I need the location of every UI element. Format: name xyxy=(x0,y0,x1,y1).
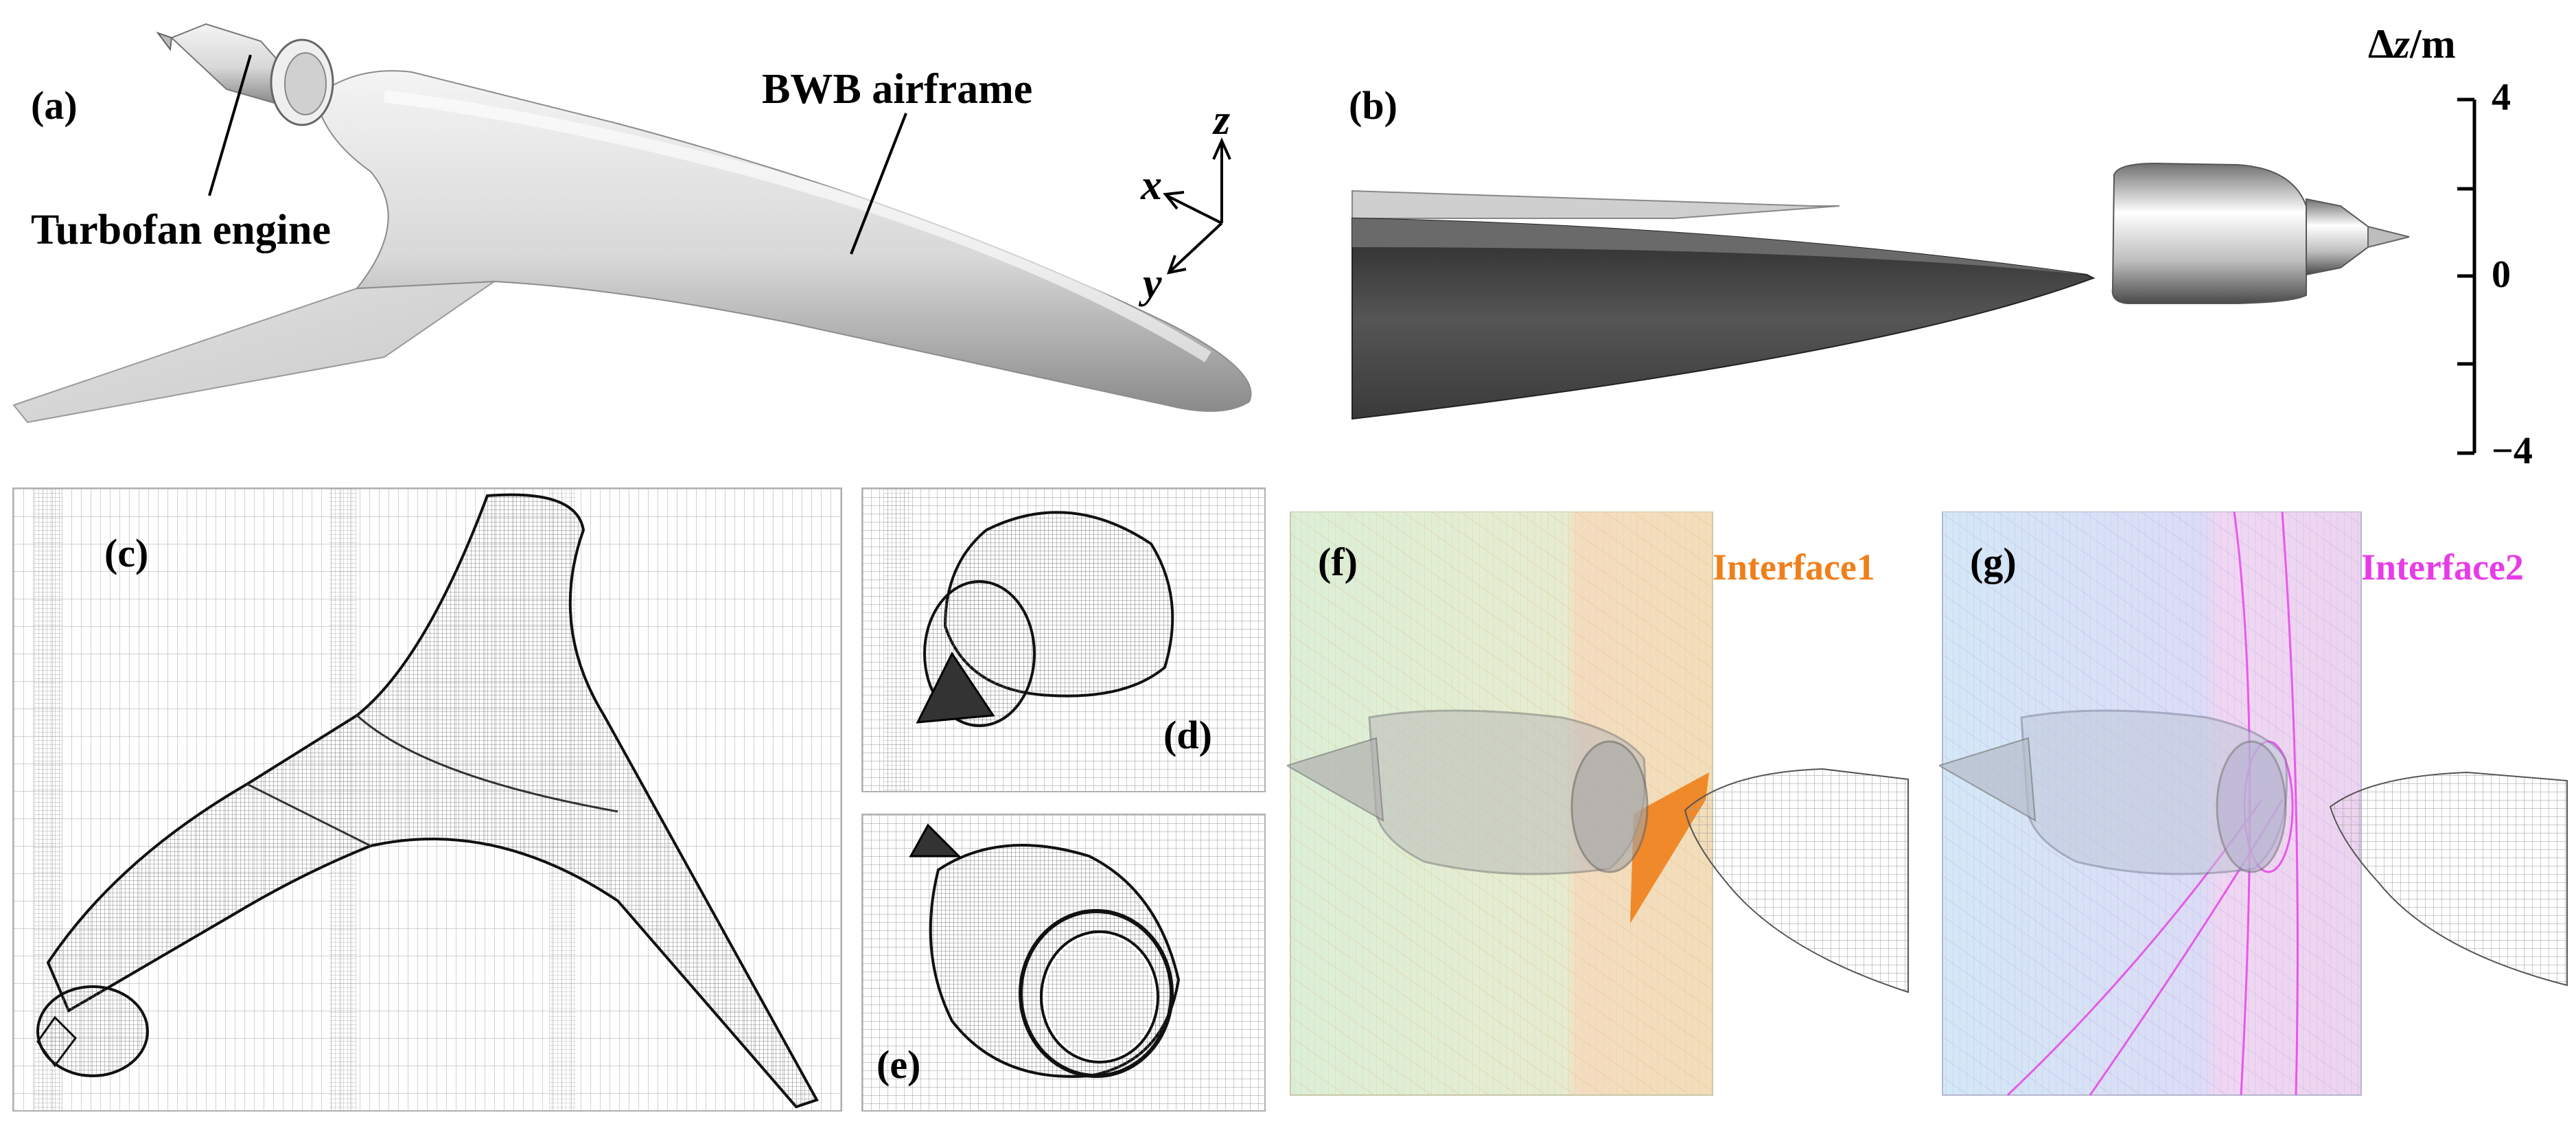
engine-translucent-g xyxy=(1939,709,2288,875)
panel-label-g: (g) xyxy=(1970,540,2017,584)
panel-label-a: (a) xyxy=(31,83,78,128)
scale-title-delta: Δ xyxy=(2368,21,2394,67)
panel-label-d: (d) xyxy=(1163,713,1212,757)
turbofan-engine-shape xyxy=(156,23,334,126)
interface1-label: Interface1 xyxy=(1713,547,1875,588)
bwb-geometry-render xyxy=(12,23,1252,424)
surface-mesh-overview xyxy=(14,489,841,1110)
airframe-annotation: BWB airframe xyxy=(762,66,1033,113)
scale-title-unit: /m xyxy=(2409,21,2456,67)
panel-label-c: (c) xyxy=(104,531,149,575)
scale-tick-4: 4 xyxy=(2492,76,2511,119)
panel-label-b: (b) xyxy=(1349,83,1397,128)
axis-label-z: z xyxy=(1214,97,1231,143)
panel-label-f: (f) xyxy=(1318,540,1358,584)
scale-tick-0: 0 xyxy=(2492,253,2511,296)
airframe-leader-line xyxy=(850,113,907,255)
axis-label-x: x xyxy=(1141,162,1162,209)
interface2-label: Interface2 xyxy=(2361,547,2524,588)
panel-e: (e) xyxy=(861,814,1266,1112)
interface2-surface xyxy=(2006,512,2299,1096)
interface2-overlap-grid xyxy=(1939,512,2568,1096)
engine-mesh-front-view xyxy=(863,489,1264,791)
engine-annotation: Turbofan engine xyxy=(31,207,331,253)
engine-mesh-rear-view xyxy=(863,815,1264,1110)
coordinate-axes xyxy=(1163,137,1231,275)
scale-tick-neg4: −4 xyxy=(2492,430,2533,472)
side-view-render xyxy=(1351,97,2476,455)
dz-scale-bar xyxy=(2457,97,2476,455)
panel-a: (a) Turbofan engine BWB airframe x y z xyxy=(0,0,1290,453)
panel-label-e: (e) xyxy=(877,1042,921,1087)
panel-b: (b) Δz/m 4 0 −4 xyxy=(1332,0,2576,481)
interface1-overlap-grid xyxy=(1287,512,1909,1096)
nacelle-side-shape xyxy=(2111,162,2410,304)
scale-title-var: z xyxy=(2393,21,2410,67)
axis-label-y: y xyxy=(1143,260,1162,307)
panel-f: (f) Interface1 xyxy=(1287,512,1912,1102)
panel-g: (g) Interface2 xyxy=(1939,512,2571,1102)
panel-c: (c) xyxy=(12,487,842,1112)
engine-leader-line xyxy=(208,54,252,196)
engine-mesh-small xyxy=(36,985,149,1077)
scale-title: Δz/m xyxy=(2368,21,2456,68)
engine-translucent-f xyxy=(1287,709,1649,875)
panel-d: (d) xyxy=(861,487,1266,792)
